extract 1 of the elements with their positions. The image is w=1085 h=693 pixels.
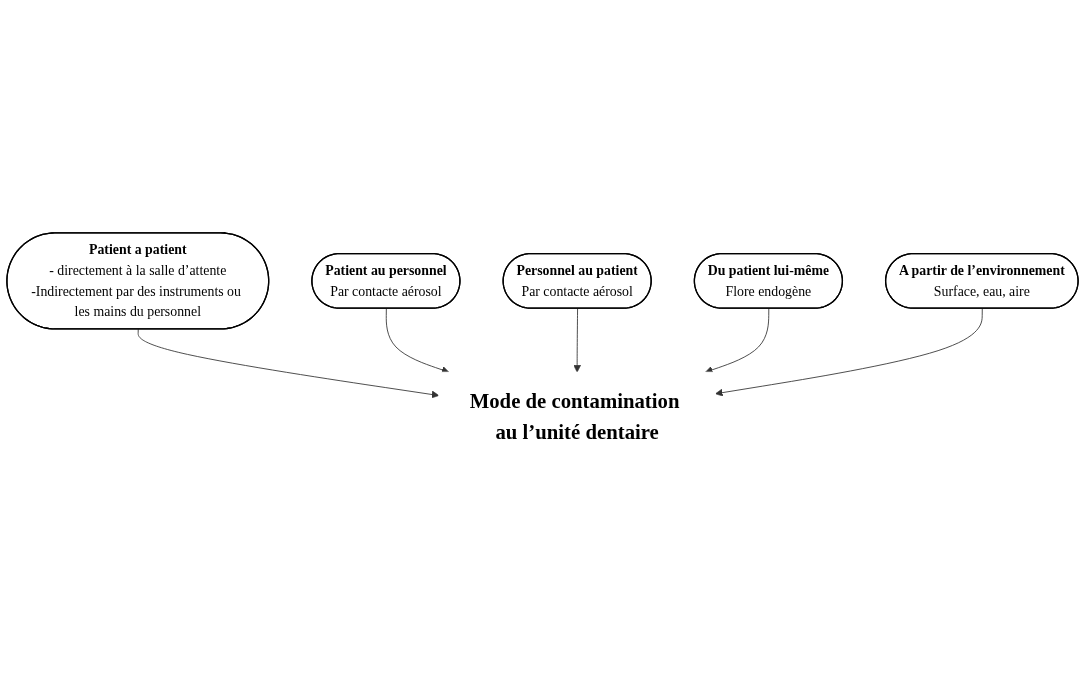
node-text: Mode de contamination au l’unité dentaire (469, 389, 680, 443)
